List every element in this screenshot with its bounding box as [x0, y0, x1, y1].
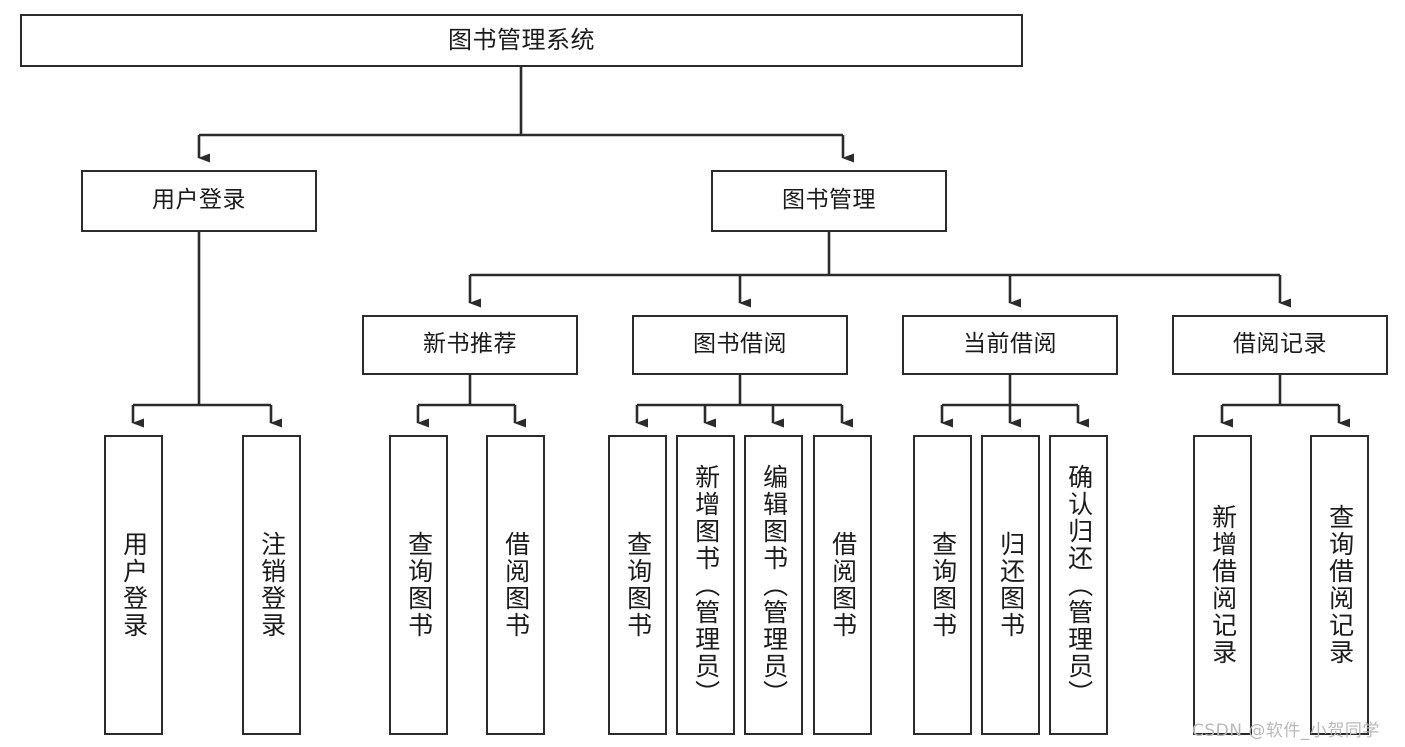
node-label: 当前借阅: [963, 331, 1057, 358]
leaf-logout[interactable]: 注销登录: [242, 435, 301, 735]
leaf-edit-book-admin[interactable]: 编辑图书（管理员）: [744, 435, 803, 735]
node-label: 注销登录: [257, 531, 287, 639]
node-label: 图书管理: [782, 187, 876, 214]
leaf-return-book[interactable]: 归还图书: [981, 435, 1040, 735]
node-label: 编辑图书（管理员）: [759, 463, 789, 707]
node-label: 新增借阅记录: [1208, 504, 1238, 666]
node-label: 图书管理系统: [448, 26, 595, 55]
node-label: 用户登录: [152, 187, 246, 214]
node-label: 查询图书: [928, 531, 958, 639]
node-label: 查询图书: [623, 531, 653, 639]
leaf-query-book-current[interactable]: 查询图书: [913, 435, 972, 735]
leaf-borrow-book[interactable]: 借阅图书: [813, 435, 872, 735]
node-label: 用户登录: [119, 531, 149, 639]
csdn-watermark: CSDN @软件_小贺同学: [1192, 721, 1380, 741]
leaf-add-book-admin[interactable]: 新增图书（管理员）: [676, 435, 735, 735]
node-label: 查询图书: [404, 531, 434, 639]
node-label: 图书借阅: [693, 331, 787, 358]
leaf-query-book-borrow[interactable]: 查询图书: [608, 435, 667, 735]
leaf-confirm-return-admin[interactable]: 确认归还（管理员）: [1049, 435, 1108, 735]
node-current-borrow[interactable]: 当前借阅: [902, 315, 1118, 375]
node-label: 查询借阅记录: [1325, 504, 1355, 666]
node-label: 确认归还（管理员）: [1064, 463, 1094, 707]
leaf-query-book-recommend[interactable]: 查询图书: [389, 435, 448, 735]
node-new-book-recommend[interactable]: 新书推荐: [362, 315, 578, 375]
node-borrow-record[interactable]: 借阅记录: [1172, 315, 1388, 375]
node-label: 借阅图书: [501, 531, 531, 639]
node-label: 归还图书: [996, 531, 1026, 639]
leaf-add-borrow-record[interactable]: 新增借阅记录: [1193, 435, 1252, 735]
node-root-book-management-system[interactable]: 图书管理系统: [20, 14, 1023, 67]
leaf-user-login[interactable]: 用户登录: [104, 435, 163, 735]
node-label: 借阅记录: [1233, 331, 1327, 358]
node-book-borrow[interactable]: 图书借阅: [632, 315, 848, 375]
node-user-login[interactable]: 用户登录: [81, 170, 317, 232]
leaf-borrow-book-recommend[interactable]: 借阅图书: [486, 435, 545, 735]
node-label: 借阅图书: [828, 531, 858, 639]
leaf-query-borrow-record[interactable]: 查询借阅记录: [1310, 435, 1369, 735]
node-label: 新书推荐: [423, 331, 517, 358]
node-label: 新增图书（管理员）: [691, 463, 721, 707]
node-book-management[interactable]: 图书管理: [711, 170, 947, 232]
